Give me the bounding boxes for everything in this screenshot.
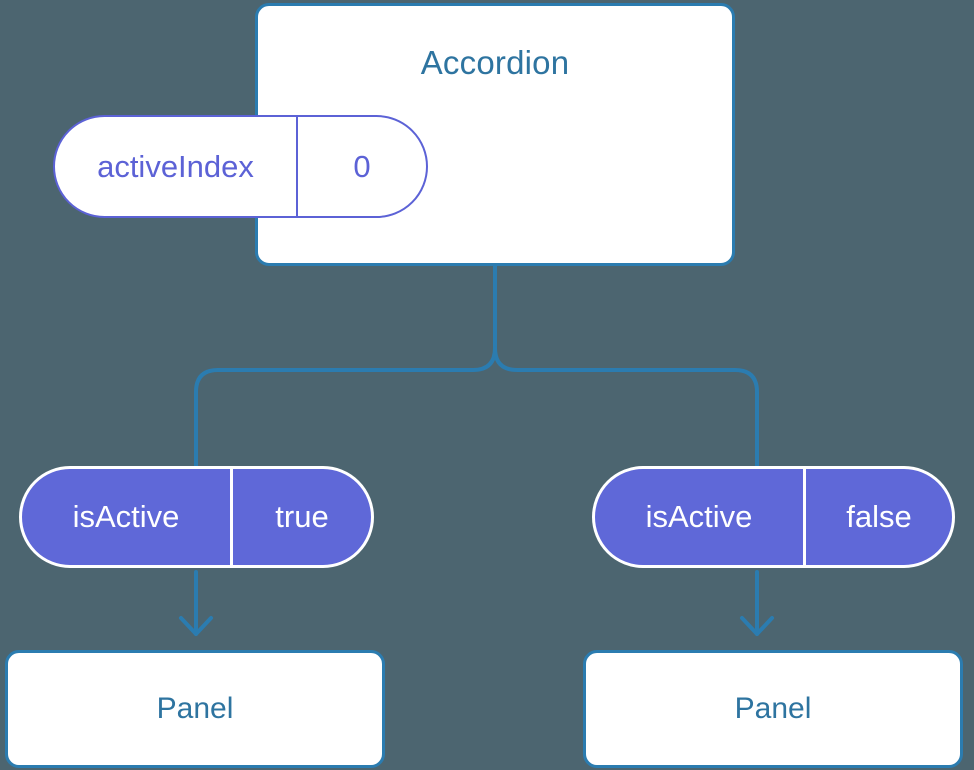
state-pill-active-index[interactable]: activeIndex 0 xyxy=(53,115,428,218)
prop-pill-is-active-false[interactable]: isActive false xyxy=(592,466,955,568)
panel-title: Panel xyxy=(734,692,812,725)
connector-branch-right xyxy=(493,346,759,468)
arrow-right-head xyxy=(740,616,774,636)
arrow-left-head xyxy=(179,616,213,636)
panel-title: Panel xyxy=(156,692,234,725)
prop-pill-value: false xyxy=(846,499,912,534)
prop-pill-key: isActive xyxy=(22,469,233,565)
state-pill-key: activeIndex xyxy=(55,117,298,216)
connector-branch-left xyxy=(194,346,497,468)
panel-node-right[interactable]: Panel xyxy=(583,650,963,768)
state-pill-value: 0 xyxy=(353,148,371,184)
panel-node-left[interactable]: Panel xyxy=(5,650,385,768)
prop-pill-key: isActive xyxy=(595,469,806,565)
prop-pill-value: true xyxy=(275,499,329,534)
prop-pill-is-active-true[interactable]: isActive true xyxy=(19,466,374,568)
accordion-title: Accordion xyxy=(420,44,570,81)
